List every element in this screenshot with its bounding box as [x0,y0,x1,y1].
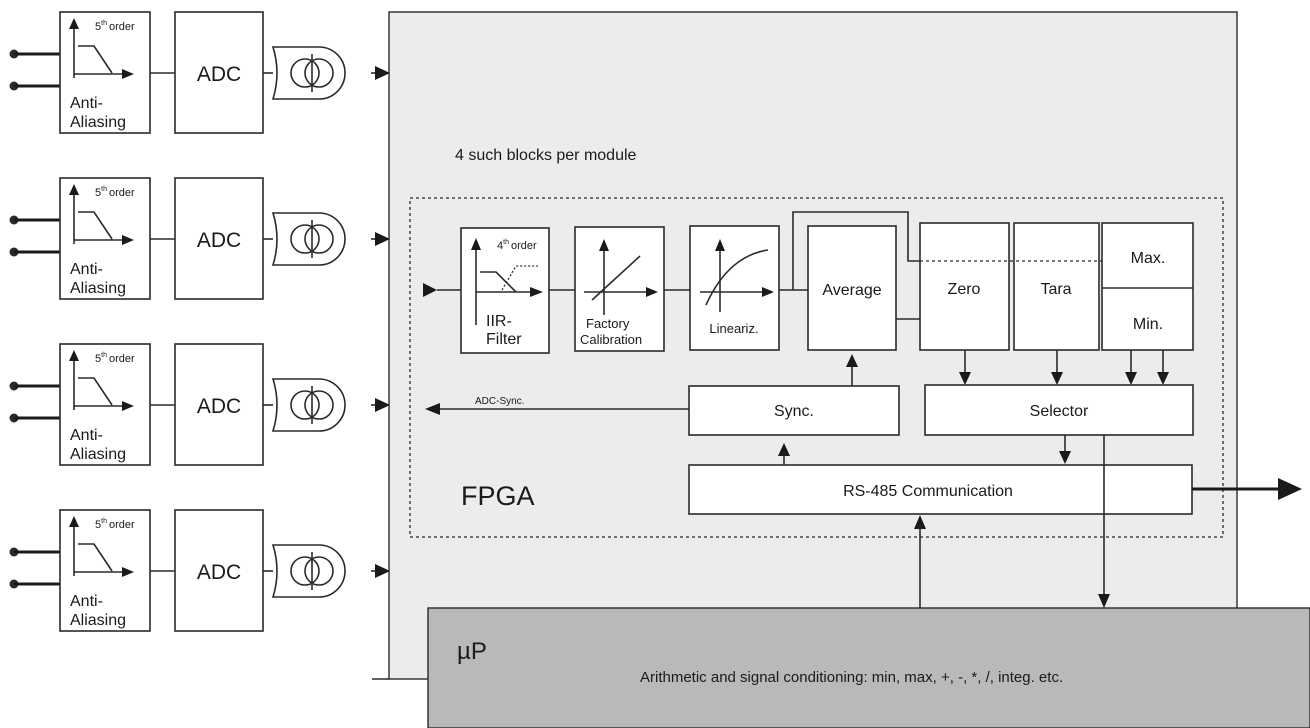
fpga-input-arrow [423,283,437,297]
max-min-box [1101,222,1194,351]
filter-label-line2: Aliasing [70,446,126,463]
galvanic-isolator-icon [272,212,346,266]
iir-response-icon [471,238,543,325]
selector-label: Selector [1030,403,1089,420]
anti-aliasing-filter-box [59,343,151,466]
blocks-per-module-note: 4 such blocks per module [455,147,637,164]
factory-label-line1: Factory [586,316,630,331]
adc-box [174,177,264,300]
calibration-line-icon [584,239,658,315]
tara-box [1013,222,1100,351]
adc-label: ADC [197,561,241,584]
adc-label: ADC [197,229,241,252]
average-label: Average [822,282,881,299]
anti-aliasing-filter-box [59,509,151,632]
up-label: µP [457,638,487,665]
filter-label-line1: Anti- [70,261,103,278]
adc-box [174,343,264,466]
iir-label-line2: Filter [486,331,522,348]
galvanic-isolator-icon [272,544,346,598]
adc-sync-label: ADC-Sync. [475,396,524,407]
linearization-curve-icon [700,239,774,312]
rs485-label: RS-485 Communication [843,483,1013,500]
adc-box [174,509,264,632]
sync-box [688,385,900,436]
filter-label-line1: Anti- [70,95,103,112]
iir-label-line1: IIR- [486,313,512,330]
adc-box [174,11,264,134]
filter-label-line1: Anti- [70,593,103,610]
adc-label: ADC [197,395,241,418]
anti-aliasing-filter-box [59,11,151,134]
zero-box [919,222,1010,351]
max-label: Max. [1131,250,1166,267]
galvanic-isolator-icon [272,46,346,100]
factory-label-line2: Calibration [580,332,642,347]
min-label: Min. [1133,316,1163,333]
galvanic-isolator-icon [272,378,346,432]
rs485-output-arrow [1278,478,1302,500]
up-description: Arithmetic and signal conditioning: min,… [640,669,1063,686]
filter-label-line2: Aliasing [70,280,126,297]
average-box [807,225,897,351]
filter-label-line2: Aliasing [70,114,126,131]
selector-box [924,384,1194,436]
sync-label: Sync. [774,403,814,420]
rs485-communication-box [688,464,1193,515]
tara-label: Tara [1040,281,1071,298]
zero-label: Zero [948,281,981,298]
adc-label: ADC [197,63,241,86]
lineariz-label: Lineariz. [709,321,758,336]
fpga-label: FPGA [461,481,535,511]
filter-label-line1: Anti- [70,427,103,444]
filter-label-line2: Aliasing [70,612,126,629]
microprocessor-block [427,607,1310,728]
